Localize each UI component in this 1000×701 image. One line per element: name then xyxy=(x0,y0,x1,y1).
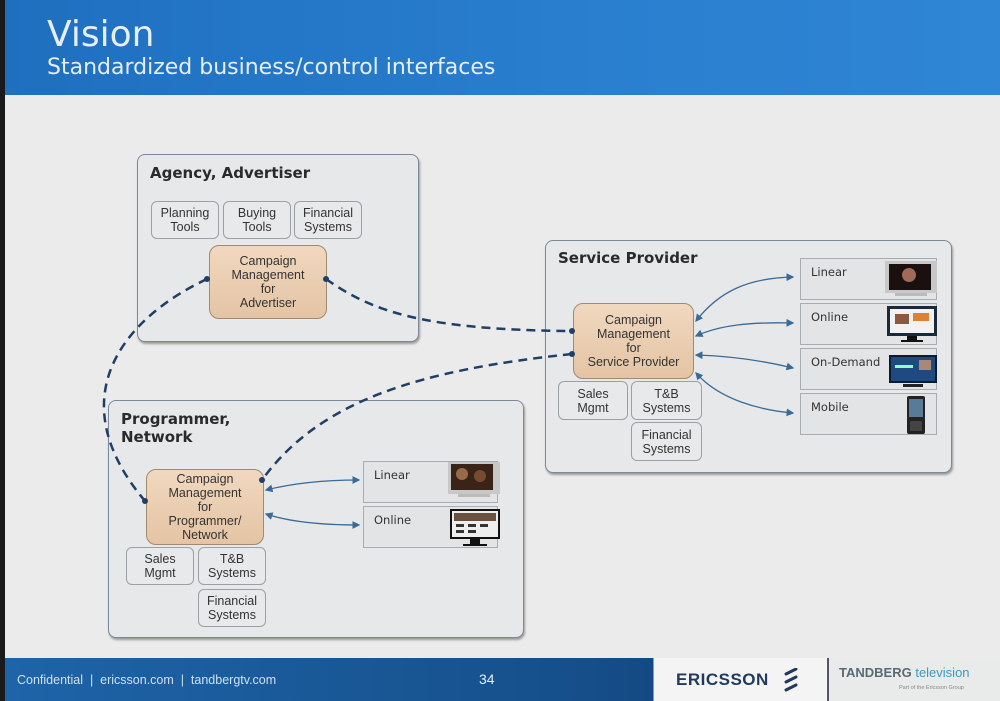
cm-line: Programmer/ xyxy=(168,514,242,528)
cm-line: Campaign xyxy=(605,313,662,327)
box-line: Mgmt xyxy=(144,566,176,580)
tandberg-wordmark: TANDBERG television xyxy=(839,665,970,680)
box-line: Mgmt xyxy=(577,400,609,415)
cm-line: Management xyxy=(597,327,670,341)
ericsson-logo: ERICSSON xyxy=(653,658,828,701)
channel-online: Online xyxy=(363,506,500,548)
group-programmer-network: Programmer, Network Campaign Management … xyxy=(108,400,524,638)
page-number: 34 xyxy=(479,671,495,687)
channel-label: Linear xyxy=(811,265,847,279)
box-line: T&B xyxy=(219,552,245,566)
box-line: Systems xyxy=(642,400,691,415)
box-line: Sales xyxy=(144,552,176,566)
box-line: Financial xyxy=(302,206,354,220)
channel-online: Online xyxy=(800,303,937,345)
box-line: T&B xyxy=(654,386,679,401)
box-line: Financial xyxy=(641,427,692,442)
tandberg-logo: TANDBERG television Part of the Ericsson… xyxy=(827,658,1000,701)
channel-linear: Linear xyxy=(800,258,937,300)
tandberg-tagline: Part of the Ericsson Group xyxy=(899,685,964,691)
channel-label: Online xyxy=(811,310,849,324)
channel-label: Linear xyxy=(374,468,410,482)
tv-icon xyxy=(885,261,937,303)
monitor-icon xyxy=(450,509,500,553)
group-title-line: Network xyxy=(121,428,193,446)
cm-line: Campaign xyxy=(176,472,234,486)
cm-line: Network xyxy=(182,528,228,542)
box-line: Tools xyxy=(242,220,272,234)
box-line: Planning xyxy=(160,206,210,220)
box-line: Financial xyxy=(206,594,258,608)
box-line: Buying xyxy=(237,206,277,220)
box-line: Sales xyxy=(577,386,609,401)
campaign-management-programmer: Campaign Management for Programmer/ Netw… xyxy=(146,469,264,545)
cm-line: for xyxy=(260,282,276,296)
cm-line: Management xyxy=(168,486,242,500)
box-line: Tools xyxy=(170,220,200,234)
tandberg-bold: TANDBERG xyxy=(839,665,912,680)
box-line: Systems xyxy=(208,566,256,580)
mobile-phone-icon xyxy=(905,396,927,438)
campaign-management-advertiser: Campaign Management for Advertiser xyxy=(209,245,327,319)
footer-text: Confidential | ericsson.com | tandbergtv… xyxy=(17,673,277,687)
ericsson-mark-icon xyxy=(784,668,798,692)
cm-line: for xyxy=(197,500,213,514)
cm-line: Service Provider xyxy=(587,355,680,369)
flat-tv-icon xyxy=(889,355,937,393)
slide: Vision Standardized business/control int… xyxy=(5,0,1000,701)
group-title-service-provider: Service Provider xyxy=(558,249,698,267)
campaign-management-service-provider: Campaign Management for Service Provider xyxy=(573,303,694,379)
monitor-icon xyxy=(887,306,937,348)
channel-on-demand: On-Demand xyxy=(800,348,937,390)
cm-line: Advertiser xyxy=(239,296,297,310)
channel-label: On-Demand xyxy=(811,355,881,369)
slide-header: Vision Standardized business/control int… xyxy=(5,0,1000,95)
group-title-agency: Agency, Advertiser xyxy=(150,164,311,182)
box-line: Systems xyxy=(208,608,256,622)
slide-subtitle: Standardized business/control interfaces xyxy=(47,55,496,80)
channel-mobile: Mobile xyxy=(800,393,937,435)
channel-label: Mobile xyxy=(811,400,849,414)
group-title-line: Programmer, xyxy=(121,410,231,428)
cm-line: Management xyxy=(231,268,305,282)
tandberg-light: television xyxy=(915,665,970,680)
box-line: Systems xyxy=(642,441,691,456)
cm-line: for xyxy=(626,341,641,355)
cm-line: Campaign xyxy=(239,254,297,268)
group-service-provider: Service Provider Campaign Management for… xyxy=(545,240,952,473)
tv-icon xyxy=(448,462,500,504)
slide-footer: Confidential | ericsson.com | tandbergtv… xyxy=(5,658,1000,701)
box-line: Systems xyxy=(304,220,352,234)
ericsson-wordmark: ERICSSON xyxy=(676,670,769,689)
channel-linear: Linear xyxy=(363,461,500,504)
group-title-programmer: Programmer, Network xyxy=(121,410,230,446)
channel-label: Online xyxy=(374,513,412,527)
slide-title: Vision xyxy=(47,14,155,55)
